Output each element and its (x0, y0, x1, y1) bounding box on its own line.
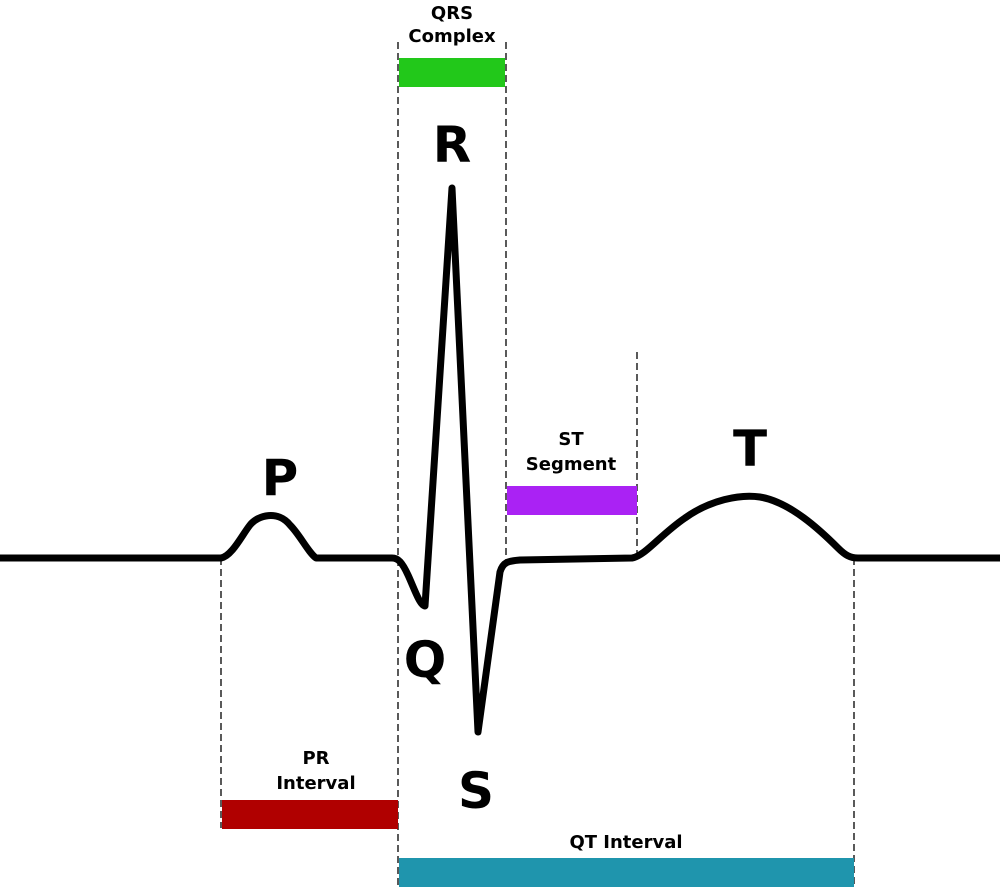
qrs-complex-bar (399, 58, 505, 87)
qt-label: QT Interval (569, 832, 682, 853)
t-wave-label: T (733, 420, 767, 478)
qrs-label-line2: Complex (408, 26, 496, 47)
qt-interval-bar (399, 858, 854, 887)
st-label-line2: Segment (526, 454, 617, 475)
ecg-trace (0, 184, 1000, 736)
p-wave-label: P (262, 449, 299, 507)
r-wave-label: R (433, 116, 472, 174)
pr-interval-bar (222, 800, 398, 829)
pr-label-line2: Interval (276, 773, 355, 794)
qrs-label-line1: QRS (431, 3, 473, 24)
st-label-line1: ST (558, 429, 584, 450)
q-wave-label: Q (404, 631, 447, 689)
st-segment-bar (507, 486, 637, 515)
pr-label-line1: PR (302, 748, 329, 769)
s-wave-label: S (458, 762, 494, 820)
